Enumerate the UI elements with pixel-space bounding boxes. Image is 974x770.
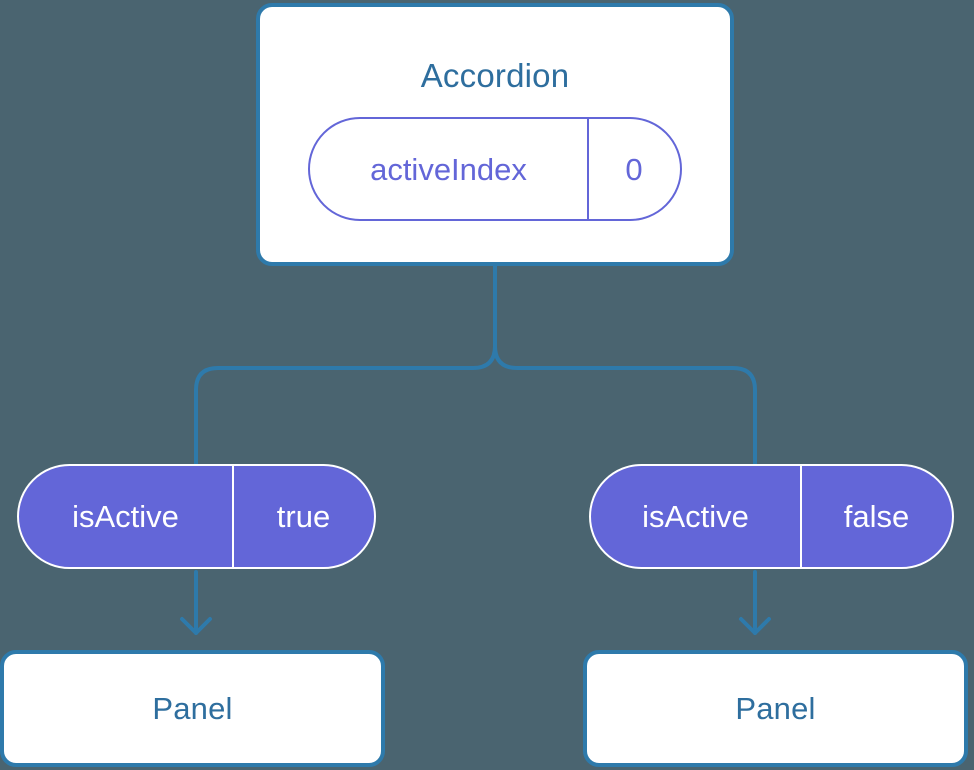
state-key-active-index: activeIndex	[310, 119, 589, 219]
state-pill-is-active-true[interactable]: isActive true	[17, 464, 376, 569]
state-value-is-active-left: true	[276, 499, 331, 534]
panel-component-box-right: Panel	[583, 650, 968, 767]
panel-title-left: Panel	[152, 691, 233, 726]
arrow-down-left	[180, 570, 212, 635]
panel-component-box-left: Panel	[0, 650, 385, 767]
state-value-is-active-right: false	[843, 499, 910, 534]
state-value-active-index: 0	[625, 151, 643, 187]
state-pill-is-active-false[interactable]: isActive false	[589, 464, 954, 569]
fork-connector	[194, 264, 497, 466]
state-key-is-active-right: isActive	[591, 466, 802, 567]
arrow-down-right	[739, 570, 771, 635]
state-pill-active-index[interactable]: activeIndex 0	[308, 117, 682, 221]
fork-connector-right	[493, 344, 757, 466]
panel-title-right: Panel	[735, 691, 816, 726]
state-key-is-active-left: isActive	[19, 466, 234, 567]
accordion-title: Accordion	[420, 57, 570, 94]
